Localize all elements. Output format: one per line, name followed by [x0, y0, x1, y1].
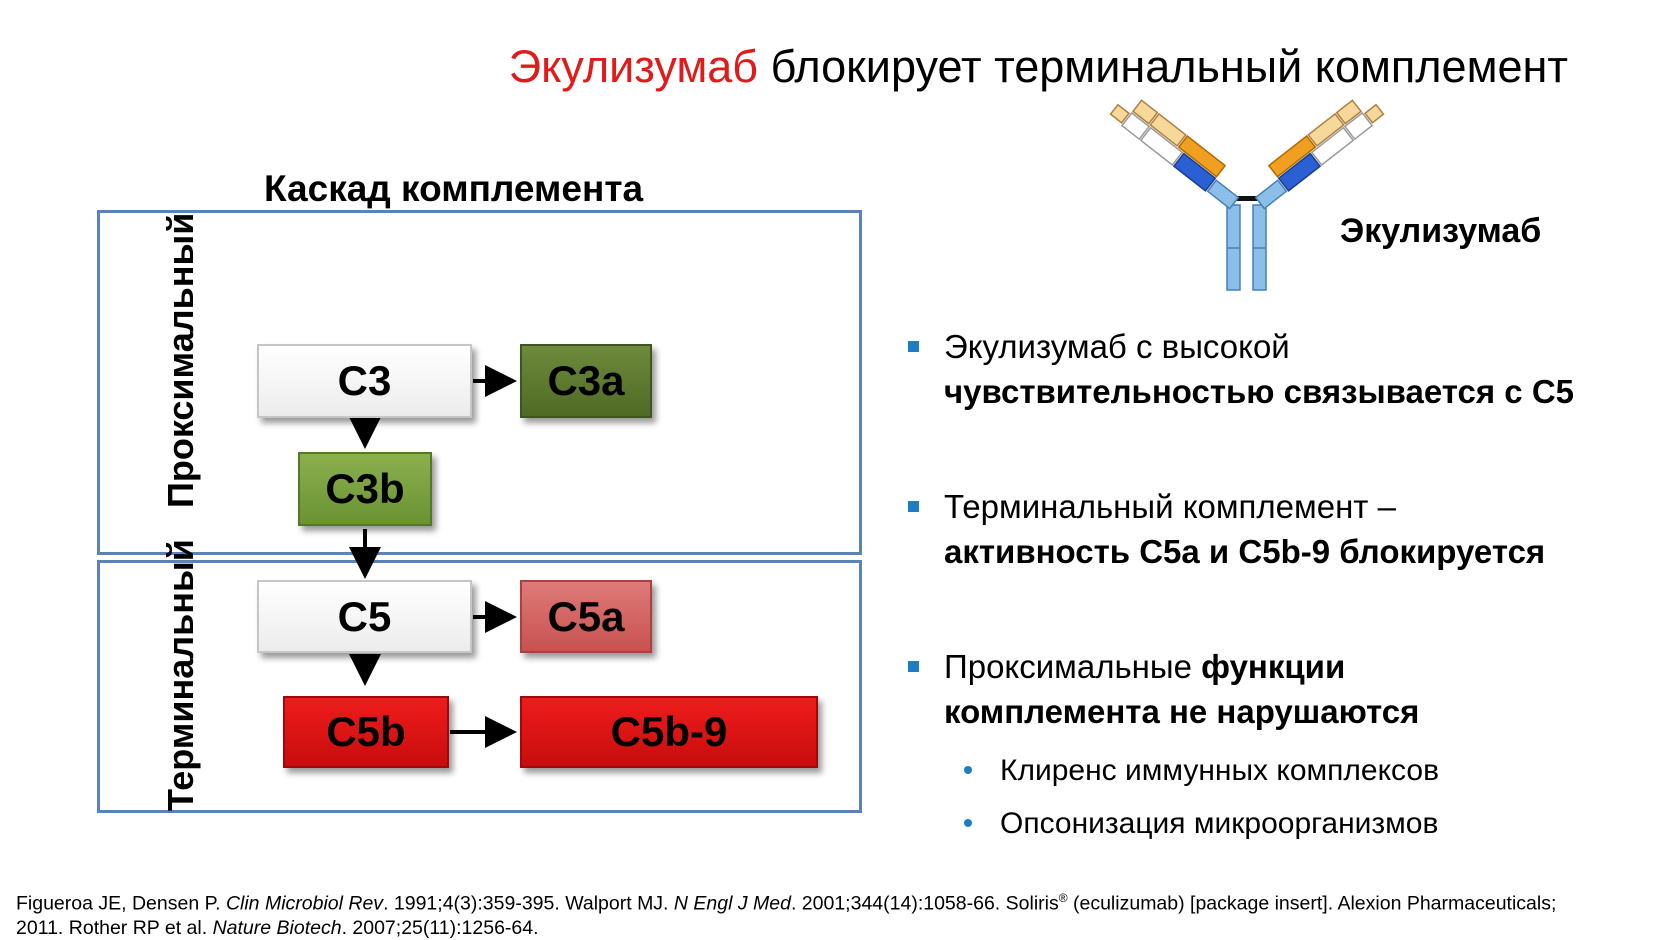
slide-title: Экулизумаб блокирует терминальный компле… [509, 44, 1568, 89]
node-c5a: C5a [520, 580, 652, 653]
node-c3: C3 [257, 344, 472, 418]
cascade-heading: Каскад комплемента [264, 168, 644, 209]
bullet-1: Экулизумаб с высокой чувствительностью с… [908, 324, 1584, 414]
ref-journal-1: Clin Microbiol Rev [225, 892, 384, 915]
ref-journal-3: Nature Biotech [212, 916, 342, 939]
bullet-3-bold: функции комплемента не нарушаются [944, 648, 1420, 730]
bullet-2-bold: активность С5а и С5b-9 блокируется [944, 533, 1546, 570]
references-footnote: Figueroa JE, Densen P. Clin Microbiol Re… [16, 886, 1576, 940]
ref-journal-2: N Engl J Med [673, 892, 791, 915]
ref-text-3: . 2001;344(14):1058-66. Soliris [790, 892, 1059, 915]
bullet-3: Проксимальные функции комплемента не нар… [908, 644, 1564, 734]
ref-text-2: . 1991;4(3):359-395. Walport MJ. [383, 892, 674, 915]
sub-bullet-1-text: Клиренс иммунных комплексов [1000, 754, 1440, 787]
bullet-2: Терминальный комплемент – активность С5а… [908, 484, 1564, 574]
bullet-marker [908, 501, 919, 512]
node-c5b: C5b [283, 696, 449, 768]
antibody-label: Экулизумаб [1340, 212, 1542, 250]
sub-bullet-1: Клиренс иммунных комплексов [964, 751, 1440, 791]
terminal-region-box [97, 560, 862, 813]
bullet-3-plain: Проксимальные [944, 648, 1202, 685]
sub-bullet-marker [964, 819, 972, 827]
sub-bullet-2-text: Опсонизация микроорганизмов [1000, 807, 1439, 840]
title-highlight: Экулизумаб [508, 41, 759, 92]
ref-text-1: Figueroa JE, Densen P. [16, 892, 226, 915]
bullet-1-bold: чувствительностью связывается с С5 [944, 373, 1575, 410]
registered-mark: ® [1058, 891, 1068, 905]
ref-text-5: . 2007;25(11):1256-64. [341, 916, 539, 939]
node-c5b9: C5b-9 [520, 696, 818, 768]
sub-bullet-marker [964, 766, 972, 774]
bullet-1-plain: Экулизумаб с высокой [944, 328, 1290, 365]
node-c3b: C3b [298, 452, 432, 526]
node-c5: C5 [257, 580, 472, 653]
proximal-region-box [97, 210, 862, 555]
title-rest: блокирует терминальный комплемент [758, 41, 1568, 92]
sub-bullet-2: Опсонизация микроорганизмов [964, 804, 1439, 844]
bullet-2-plain: Терминальный комплемент – [944, 488, 1396, 525]
node-c3a: C3a [520, 344, 652, 418]
bullet-marker [908, 661, 919, 672]
bullet-marker [908, 341, 919, 352]
